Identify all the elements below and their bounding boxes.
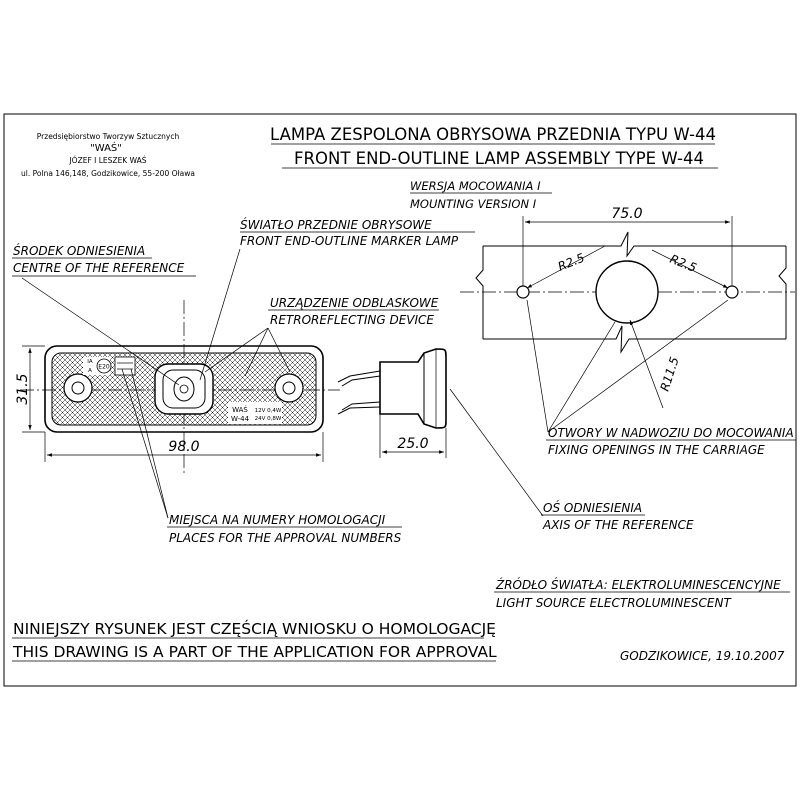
label-reference-centre-pl: ŚRODEK ODNIESIENIA [13,243,145,258]
right-mounting-hole [274,373,304,403]
label-marker-lamp-pl: ŚWIATŁO PRZEDNIE OBRYSOWE [240,217,432,232]
company-brand: "WAŚ" [90,141,122,154]
left-mounting-hole [63,373,93,403]
company-block: Przedsiębiorstwo Tworzyw Sztucznych "WAŚ… [21,132,195,178]
mounting-pattern-view: 75.0 R2.5 R2.5 R11.5 [460,206,795,409]
label-marker-lamp-en: FRONT END-OUTLINE MARKER LAMP [240,234,459,248]
dimension-height-value: 31.5 [15,373,31,404]
label-retro-pl: URZĄDZENIE ODBLASKOWE [270,296,439,310]
label-approval-numbers: MIEJSCA NA NUMERY HOMOLOGACJI PLACES FOR… [167,513,402,545]
mounting-pl: WERSJA MOCOWANIA I [410,179,541,193]
fixing-hole-centre [595,260,659,324]
company-name: Przedsiębiorstwo Tworzyw Sztucznych [37,132,180,141]
sheet-border [3,113,797,687]
marking-e20: E20 [98,364,110,371]
lamp-body-outline [44,345,324,433]
marker-lamp-lens [154,363,214,415]
front-view: IA A E20 WAŚ W-44 12V 0,4W 24V 0,8W 98.0 [15,300,340,476]
leader-lines [12,248,729,519]
label-light-source-en: LIGHT SOURCE ELECTROLUMINESCENT [496,596,732,610]
label-approval-pl: MIEJSCA NA NUMERY HOMOLOGACJI [169,513,386,527]
wire-leads [337,370,381,415]
marking-ia: IA [87,359,93,365]
marking-model: W-44 [231,415,250,423]
label-approval-en: PLACES FOR THE APPROVAL NUMBERS [169,531,402,545]
marking-24v: 24V 0,8W [255,416,282,422]
product-marking: WAŚ W-44 12V 0,4W 24V 0,8W [228,402,282,424]
label-retro-en: RETROREFLECTING DEVICE [270,313,434,327]
label-light-source: ŹRÓDŁO ŚWIATŁA: ELEKTROLUMINESCENCYJNE L… [494,577,790,610]
label-fixing-pl: OTWORY W NADWOZIU DO MOCOWANIA [548,426,794,440]
marking-a: A [88,368,92,374]
title-block: LAMPA ZESPOLONA OBRYSOWA PRZEDNIA TYPU W… [270,125,718,169]
label-axis-pl: OŚ ODNIESIENIA [543,500,642,515]
marking-brand: WAŚ [232,405,248,414]
label-marker-lamp: ŚWIATŁO PRZEDNIE OBRYSOWE FRONT END-OUTL… [240,217,475,248]
statement-en: THIS DRAWING IS A PART OF THE APPLICATIO… [12,643,497,661]
label-axis-en: AXIS OF THE REFERENCE [542,518,694,532]
title-pl: LAMPA ZESPOLONA OBRYSOWA PRZEDNIA TYPU W… [270,125,716,144]
dimension-depth-value: 25.0 [397,436,428,452]
approval-statement: NINIEJSZY RYSUNEK JEST CZĘŚCIĄ WNIOSKU O… [12,619,497,662]
label-retroreflector: URZĄDZENIE ODBLASKOWE RETROREFLECTING DE… [268,296,439,327]
approval-number-box [114,356,136,376]
dimension-width-value: 98.0 [168,439,199,455]
dimension-hole-spacing-value: 75.0 [611,206,642,222]
radius-right-value: R2.5 [668,252,699,275]
mounting-version: WERSJA MOCOWANIA I MOUNTING VERSION I [410,179,552,211]
dimension-width: 98.0 [44,432,324,462]
mounting-en: MOUNTING VERSION I [410,197,537,211]
title-en: FRONT END-OUTLINE LAMP ASSEMBLY TYPE W-4… [294,149,704,168]
radius-centre-value: R11.5 [658,355,682,393]
approval-marking-area: IA A E20 [83,356,136,376]
dimension-height: 31.5 [15,345,45,433]
label-centre-of-reference: ŚRODEK ODNIESIENIA CENTRE OF THE REFEREN… [12,243,185,275]
statement-pl: NINIEJSZY RYSUNEK JEST CZĘŚCIĄ WNIOSKU O… [13,619,496,638]
marking-12v: 12V 0,4W [255,408,282,414]
label-fixing-en: FIXING OPENINGS IN THE CARRIAGE [548,443,765,457]
place-date: GODZIKOWICE, 19.10.2007 [620,649,785,663]
label-light-source-pl: ŹRÓDŁO ŚWIATŁA: ELEKTROLUMINESCENCYJNE [495,577,781,592]
e-mark-circle [96,358,112,374]
side-view: 25.0 [337,348,447,458]
label-axis-of-reference: OŚ ODNIESIENIA AXIS OF THE REFERENCE [541,500,694,532]
label-fixing-openings: OTWORY W NADWOZIU DO MOCOWANIA FIXING OP… [546,426,796,457]
company-address: ul. Polna 146,148, Godzikowice, 55-200 O… [21,169,195,178]
company-owners: JÓZEF I LESZEK WAŚ [68,156,146,165]
radius-left-value: R2.5 [556,251,587,274]
label-reference-centre-en: CENTRE OF THE REFERENCE [13,261,185,275]
